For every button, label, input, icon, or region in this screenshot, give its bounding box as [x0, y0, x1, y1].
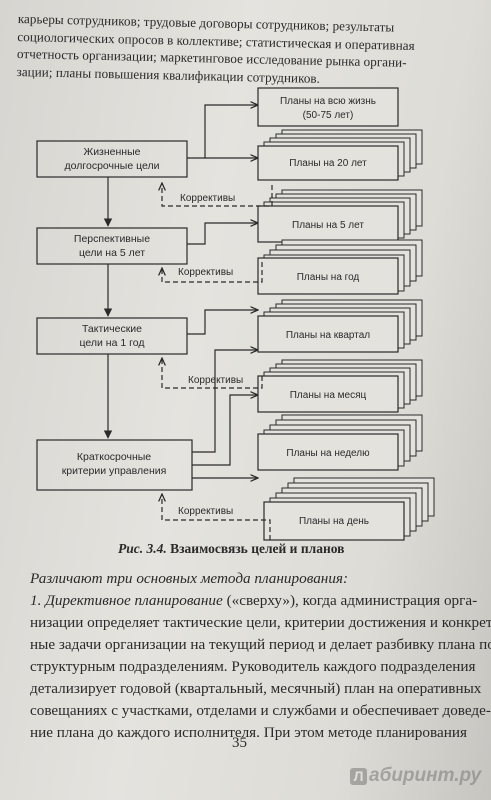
plan-label: Планы на год — [297, 272, 360, 283]
plan-label: (50-75 лет) — [303, 110, 354, 121]
goal-line1: Жизненные — [84, 146, 141, 158]
plan-stack-year: Планы на год — [257, 239, 423, 295]
method-rest: («сверху»), когда администрация орга- — [222, 592, 478, 609]
body-paragraph: Различают три основных метода планирован… — [30, 568, 491, 744]
goal-line2: долгосрочные цели — [65, 160, 160, 172]
goal-line1: Краткосрочные — [77, 451, 151, 463]
plan-stack-day: Планы на день — [263, 477, 435, 541]
text-line: детализирует годовой (квартальный, месяч… — [30, 680, 482, 697]
plan-stack-quarter: Планы на квартал — [257, 299, 423, 353]
plan-stack-5-years: Планы на 5 лет — [257, 189, 423, 243]
goal-box-short-term: Краткосрочные критерии управления — [36, 439, 193, 491]
plan-label: Планы на всю жизнь — [280, 96, 376, 107]
figure-caption: Рис. 3.4. Взаимосвязь целей и планов — [118, 541, 344, 557]
connector-arrow — [187, 223, 258, 245]
goal-line2: цели на 1 год — [80, 337, 145, 349]
feedback-loop: Коррективы — [162, 183, 273, 207]
connector-arrow — [192, 350, 258, 453]
feedback-label: Коррективы — [188, 375, 243, 386]
plan-label: Планы на месяц — [290, 390, 367, 401]
feedback-loop: Коррективы — [162, 262, 263, 283]
text-line: низации определяет тактические цели, кри… — [30, 614, 491, 631]
plan-stack-week: Планы на неделю — [257, 414, 423, 471]
plan-label: Планы на 5 лет — [292, 220, 364, 231]
plan-label: Планы на день — [299, 516, 369, 527]
goals-plans-diagram: Жизненные долгосрочные цели Перспективны… — [36, 87, 435, 541]
goal-line2: цели на 5 лет — [79, 247, 145, 259]
watermark-text: абиринт.ру — [369, 765, 482, 786]
plan-stack-20-years: Планы на 20 лет — [257, 129, 423, 181]
caption-title: Взаимосвязь целей и планов — [170, 541, 345, 556]
goal-line1: Тактические — [82, 323, 142, 335]
goal-box-lifetime: Жизненные долгосрочные цели — [36, 140, 188, 178]
plan-stack-month: Планы на месяц — [257, 359, 423, 413]
page-number: 35 — [232, 735, 247, 751]
text-line: структурным подразделениям. Руководитель… — [30, 658, 476, 675]
plan-stack-lifetime: Планы на всю жизнь (50-75 лет) — [257, 87, 399, 127]
text-line: ние плана до каждого исполнителя. При эт… — [30, 724, 467, 741]
goal-box-1-year: Тактические цели на 1 год — [36, 317, 188, 355]
connector-arrow — [187, 310, 258, 335]
goal-line1: Перспективные — [74, 233, 150, 245]
feedback-label: Коррективы — [178, 267, 233, 278]
feedback-loop: Коррективы — [162, 358, 263, 389]
feedback-label: Коррективы — [178, 506, 233, 517]
feedback-label: Коррективы — [180, 193, 235, 204]
connector-arrow — [192, 395, 258, 466]
connector-arrow — [187, 105, 258, 159]
intro-line: Различают три основных метода планирован… — [30, 570, 349, 587]
caption-number: Рис. 3.4. — [118, 541, 167, 556]
goal-line2: критерии управления — [62, 465, 167, 477]
plan-label: Планы на неделю — [286, 448, 370, 459]
feedback-loop: Коррективы — [162, 494, 271, 540]
method-title: 1. Директивное планирование — [30, 592, 223, 609]
method-line: 1. Директивное планирование («сверху»), … — [30, 590, 477, 612]
text-line: ные задачи организации на текущий период… — [30, 636, 491, 653]
text-line: совещаниях с участками, отделами и служб… — [30, 702, 491, 719]
watermark-mark: Л — [350, 768, 367, 785]
plan-label: Планы на 20 лет — [289, 158, 367, 169]
plan-label: Планы на квартал — [286, 330, 370, 341]
goal-box-5-years: Перспективные цели на 5 лет — [36, 227, 188, 265]
